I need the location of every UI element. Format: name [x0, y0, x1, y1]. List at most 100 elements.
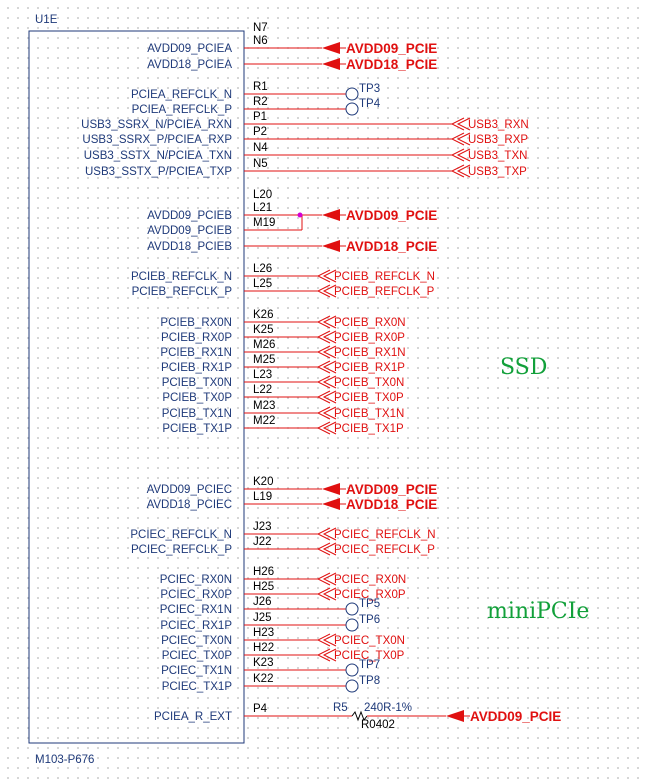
pin-1-name: AVDD18_PCIEA	[147, 59, 232, 71]
pin-30-number: H22	[253, 642, 274, 654]
pin-17-net-label: PCIEB_TX0N	[334, 377, 404, 389]
pin-12-net-label: PCIEB_REFCLK_P	[334, 286, 435, 298]
pin-24-number: J22	[253, 536, 272, 548]
pin-7-name: USB3_SSTX_P/PCIEA_TXP	[85, 166, 232, 178]
pin-19-net-port-icon	[316, 406, 331, 420]
pin-13-net-port-icon	[316, 315, 331, 329]
pin-7-net-port-icon-b	[456, 164, 471, 178]
pin-0-number: N7	[253, 22, 268, 34]
pin-11-net-label: PCIEB_REFCLK_N	[334, 271, 435, 283]
pin-3-tp-label: TP4	[359, 98, 381, 110]
pin-16-name: PCIEB_RX1P	[161, 362, 232, 374]
pin-20-number: M22	[253, 415, 275, 427]
pin-16-number: M25	[253, 354, 275, 366]
pin-23-number: J23	[253, 521, 272, 533]
pin-17-net-port-icon-b	[322, 375, 337, 389]
pin-29-name: PCIEC_TX0N	[161, 635, 232, 647]
pin-27-tp-label: TP5	[359, 598, 380, 610]
component-ref: U1E	[35, 14, 58, 26]
pin-26-name: PCIEC_RX0P	[160, 589, 232, 601]
pin-18-name: PCIEB_TX0P	[162, 392, 232, 404]
pin-32-tp-testpoint-icon[interactable]	[345, 679, 359, 693]
pin-5-name: USB3_SSRX_P/PCIEA_RXP	[82, 134, 232, 146]
pin-7-number: N5	[253, 158, 268, 170]
component-body[interactable]	[28, 30, 245, 744]
pin-6-net-label: USB3_TXN	[468, 150, 527, 162]
pin-29-net-label: PCIEC_TX0N	[334, 635, 405, 647]
pin-23-net-label: PCIEC_REFCLK_N	[334, 529, 436, 541]
junction-dot	[297, 212, 303, 218]
pin-11-number: L26	[253, 263, 272, 275]
pin-14-net-port-icon-b	[322, 330, 337, 344]
pin-28-name: PCIEC_RX1P	[160, 620, 232, 632]
pin-2-tp-label: TP3	[359, 83, 380, 95]
pin-5-net-label: USB3_RXP	[468, 134, 528, 146]
pin-25-net-label: PCIEC_RX0N	[334, 574, 406, 586]
pin-30-net-port-icon	[316, 648, 331, 662]
pin-19-net-port-icon-b	[322, 406, 337, 420]
pin-32-tp-label: TP8	[359, 675, 380, 687]
component-part: M103-P676	[35, 754, 94, 766]
pin-25-net-port-icon	[316, 572, 331, 586]
pin-33-number: P4	[253, 703, 268, 715]
pin-24-net-port-icon	[316, 542, 331, 556]
pin-33-res-footprint: R0402	[361, 719, 395, 731]
pin-24-net-label: PCIEC_REFCLK_P	[334, 544, 435, 556]
pin-15-net-label: PCIEB_RX1N	[334, 347, 406, 359]
pin-5-net-port-icon	[450, 132, 465, 146]
pin-14-net-port-icon	[316, 330, 331, 344]
pin-33-name: PCIEA_R_EXT	[154, 711, 232, 723]
pin-4-number: P1	[253, 111, 267, 123]
pin-20-net-port-icon-b	[322, 421, 337, 435]
pin-31-tp-testpoint-icon[interactable]	[345, 663, 359, 677]
pin-27-tp-testpoint-icon[interactable]	[345, 602, 359, 616]
pin-33-resistor-icon[interactable]	[351, 710, 368, 722]
pin-32-name: PCIEC_TX1P	[162, 681, 233, 693]
pin-25-net-port-icon-b	[322, 572, 337, 586]
pin-21-number: K20	[253, 476, 273, 488]
pin-8-power-label: AVDD09_PCIE	[346, 208, 437, 223]
pin-0-power-arrow-icon	[322, 42, 340, 54]
pin-26-net-port-icon-b	[322, 587, 337, 601]
pin-28-tp-label: TP6	[359, 614, 380, 626]
pin-8-name: AVDD09_PCIEB	[147, 210, 232, 222]
pin-33-res-value: 240R-1%	[364, 702, 412, 714]
pin-24-net-port-icon-b	[322, 542, 337, 556]
pin-23-name: PCIEC_REFCLK_N	[130, 529, 232, 541]
pin-31-name: PCIEC_TX1N	[161, 665, 232, 677]
pin-31-number: K23	[253, 657, 273, 669]
pin-22-power-label: AVDD18_PCIE	[346, 497, 437, 512]
pin-19-name: PCIEB_TX1N	[162, 408, 232, 420]
pin-26-net-label: PCIEC_RX0P	[334, 589, 406, 601]
pin-20-net-port-icon	[316, 421, 331, 435]
pin-15-name: PCIEB_RX1N	[160, 347, 232, 359]
pin-30-net-port-icon-b	[322, 648, 337, 662]
pin-9-number: M19	[253, 217, 275, 229]
pin-28-tp-testpoint-icon[interactable]	[345, 618, 359, 632]
pin-12-net-port-icon-b	[322, 284, 337, 298]
pin-11-net-port-icon	[316, 269, 331, 283]
pin-32-number: K22	[253, 673, 273, 685]
pin-0-power-label: AVDD09_PCIE	[346, 41, 437, 56]
pin-2-tp-testpoint-icon[interactable]	[345, 87, 359, 101]
pin-11-net-port-icon-b	[322, 269, 337, 283]
pin-29-net-port-icon-b	[322, 633, 337, 647]
pin-31-tp-label: TP7	[359, 659, 380, 671]
pin-27-number: J26	[253, 596, 272, 608]
pin-28-number: J25	[253, 612, 272, 624]
pin-30-net-label: PCIEC_TX0P	[334, 650, 405, 662]
pin-33-power-arrow-icon	[446, 710, 464, 722]
pin-25-name: PCIEC_RX0N	[160, 574, 232, 586]
pin-15-number: M26	[253, 339, 275, 351]
pin-17-name: PCIEB_TX0N	[162, 377, 232, 389]
pin-7-net-label: USB3_TXP	[468, 166, 527, 178]
pin-18-net-port-icon-b	[322, 390, 337, 404]
pin-3-tp-testpoint-icon[interactable]	[345, 102, 359, 116]
pin-22-name: AVDD18_PCIEC	[147, 499, 232, 511]
pin-27-name: PCIEC_RX1N	[160, 604, 232, 616]
pin-25-number: H26	[253, 566, 274, 578]
pin-1-power-arrow-icon	[322, 58, 340, 70]
pin-24-name: PCIEC_REFCLK_P	[131, 544, 232, 556]
pin-33-power-label: AVDD09_PCIE	[470, 709, 561, 724]
